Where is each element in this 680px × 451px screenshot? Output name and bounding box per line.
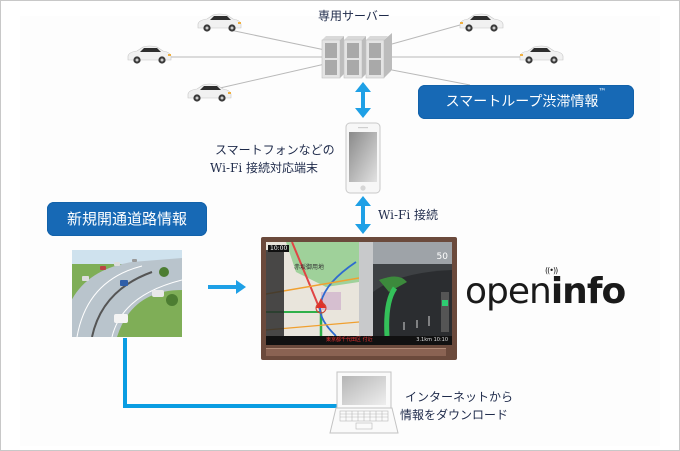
nav-place-name: 赤坂御用地 <box>294 264 325 271</box>
phone-label-line2: Wi-Fi 接続対応端末 <box>210 161 318 175</box>
link-car-3 <box>219 63 326 89</box>
smartphone-icon <box>345 122 381 194</box>
nav-status-bar: 東京都千代田区 付近 3.1km 10:10 <box>266 336 452 345</box>
nav-status-address: 東京都千代田区 付近 <box>326 337 373 343</box>
nav-2d-map: 10:00 赤坂御用地 <box>266 242 360 337</box>
smartloop-badge: スマートループ渋滞情報™ <box>418 85 634 119</box>
link-car-6 <box>391 69 471 86</box>
laptop-label-line1: インターネットから <box>405 390 514 404</box>
car-icon <box>519 45 564 64</box>
car-icon <box>459 13 504 32</box>
nav-3d-junction-view: 50 <box>359 242 452 337</box>
wifi-signal-icon: ((•)) <box>545 266 558 275</box>
logo-open: open <box>465 271 552 312</box>
new-road-photo <box>72 250 182 337</box>
laptop-icon <box>329 371 399 434</box>
server-icon <box>321 33 392 79</box>
openinfo-logo: openinfo <box>465 271 626 312</box>
server-label: 専用サーバー <box>318 9 390 23</box>
internet-link-line <box>123 338 338 408</box>
nav-status-distance: 3.1km 10:10 <box>416 337 448 343</box>
link-car-1 <box>229 29 326 51</box>
car-navigation-unit: 10:00 赤坂御用地 50 東京都千代田区 付近 3.1km 10:10 <box>261 237 457 360</box>
double-arrow-icon <box>355 196 371 234</box>
logo-info: info <box>550 271 626 312</box>
right-arrow-icon <box>208 280 246 294</box>
smartloop-badge-text: スマートループ渋滞情報 <box>445 94 599 110</box>
wifi-label: Wi-Fi 接続 <box>378 208 438 222</box>
nav-speed-limit: 50 <box>436 252 448 262</box>
car-icon <box>197 13 242 32</box>
nav-clock: 10:00 <box>268 245 290 252</box>
car-icon <box>127 45 172 64</box>
nav-hardware-buttons <box>266 348 446 356</box>
new-road-badge: 新規開通道路情報 <box>47 202 207 236</box>
car-icon <box>187 83 232 102</box>
link-car-4 <box>391 24 461 45</box>
phone-label-line1: スマートフォンなどの <box>215 143 335 157</box>
double-arrow-icon <box>355 82 371 118</box>
trademark-mark: ™ <box>598 87 607 96</box>
laptop-label-line2: 情報をダウンロード <box>400 408 509 422</box>
nav-screen: 10:00 赤坂御用地 50 東京都千代田区 付近 3.1km 10:10 <box>266 242 452 345</box>
